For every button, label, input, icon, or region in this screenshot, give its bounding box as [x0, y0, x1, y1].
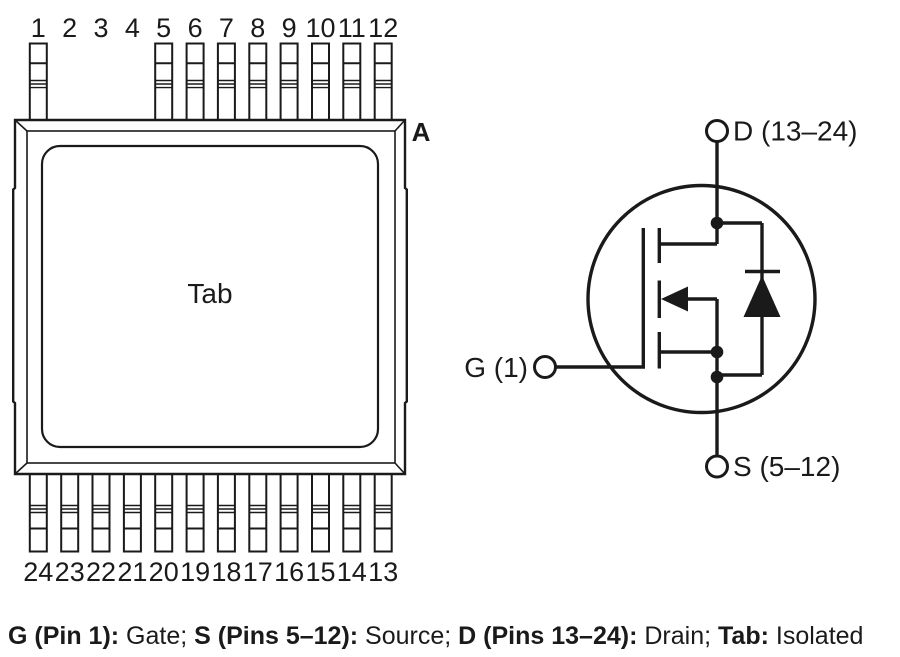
- bottom-pin: [311, 473, 330, 553]
- bottom-pin: [122, 473, 142, 553]
- gate-terminal-circle: [533, 355, 557, 379]
- top-pin: [28, 42, 48, 121]
- caption-segment: Gate;: [119, 622, 195, 650]
- bottom-pin: [342, 473, 362, 553]
- bottom-pin: [216, 473, 236, 553]
- bevel-top-right: [394, 119, 406, 132]
- mosfet-body-circle: [586, 183, 817, 415]
- caption-segment: Tab:: [718, 622, 769, 650]
- top-pin-number: 3: [93, 13, 108, 43]
- channel-arrow-icon: [661, 286, 688, 312]
- package-inner-edge: [26, 130, 396, 464]
- bottom-pin-number: 17: [243, 557, 273, 587]
- bottom-pin: [154, 473, 174, 553]
- drain-label: D (13–24): [733, 116, 858, 147]
- top-pin-number: 11: [338, 13, 366, 43]
- view-a-label: A: [412, 117, 431, 147]
- top-pin-number: 1: [31, 13, 46, 43]
- top-pin: [216, 42, 236, 121]
- bottom-pin-number: 22: [86, 557, 116, 587]
- top-pin: [311, 42, 330, 121]
- gate-label: G (1): [464, 352, 528, 383]
- mosfet-symbol: D (13–24) S (5–12) G (1): [464, 116, 857, 483]
- top-pin: [279, 42, 299, 121]
- source-junction-dot: [710, 345, 724, 359]
- top-pin-number: 12: [368, 13, 398, 43]
- bottom-pin-number: 14: [337, 557, 367, 587]
- bevel-bottom-left: [14, 462, 28, 475]
- bottom-pin: [28, 473, 48, 553]
- top-pin: [248, 42, 268, 121]
- source-terminal-circle: [705, 454, 729, 479]
- bottom-pin-number: 21: [117, 557, 147, 587]
- top-pin-number: 2: [62, 13, 77, 43]
- drain-terminal-circle: [705, 119, 729, 143]
- source-label: S (5–12): [733, 451, 840, 482]
- diode-triangle-icon: [743, 275, 781, 317]
- bottom-pin: [373, 473, 393, 553]
- bottom-pin-number: 23: [55, 557, 85, 587]
- bottom-pin-number: 19: [180, 557, 210, 587]
- caption-segment: Source;: [358, 622, 459, 650]
- bevel-bottom-right: [394, 462, 406, 475]
- top-pin-number: 4: [125, 13, 140, 43]
- tab-label: Tab: [187, 278, 232, 309]
- top-pin: [373, 42, 393, 121]
- bottom-pin-number: 16: [274, 557, 304, 587]
- caption-segment: D (Pins 13–24):: [458, 622, 638, 650]
- caption-segment: Isolated: [768, 622, 864, 650]
- top-pin-number: 6: [188, 13, 203, 43]
- top-pin-number: 7: [219, 13, 234, 43]
- bottom-pin: [279, 473, 299, 553]
- top-pin: [342, 42, 362, 121]
- bottom-pin: [91, 473, 111, 553]
- diode-junction-dot: [710, 370, 724, 384]
- drain-junction-dot: [710, 216, 724, 230]
- bottom-pin-number: 13: [368, 557, 398, 587]
- bottom-pin-number: 15: [305, 557, 335, 587]
- caption-segment: G (Pin 1):: [8, 622, 120, 650]
- bottom-pin-number: 24: [23, 557, 53, 587]
- top-pin-number: 8: [250, 13, 265, 43]
- bottom-pin-number: 20: [149, 557, 179, 587]
- bottom-pin: [248, 473, 268, 553]
- tab-pad: [40, 144, 380, 449]
- top-pin: [185, 42, 205, 121]
- top-pin-number: 5: [156, 13, 171, 43]
- caption-segment: Drain;: [637, 622, 719, 650]
- bottom-pin-number: 18: [211, 557, 241, 587]
- bevel-top-left: [14, 119, 28, 132]
- package-outline: Tab A: [12, 117, 431, 476]
- bottom-pin: [60, 473, 80, 553]
- top-pin: [154, 42, 174, 121]
- top-pin-number: 10: [305, 13, 335, 43]
- caption: G (Pin 1): Gate; S (Pins 5–12): Source; …: [8, 621, 892, 651]
- caption-segment: S (Pins 5–12):: [194, 622, 359, 650]
- top-pin-number: 9: [282, 13, 297, 43]
- bottom-pin: [185, 473, 205, 553]
